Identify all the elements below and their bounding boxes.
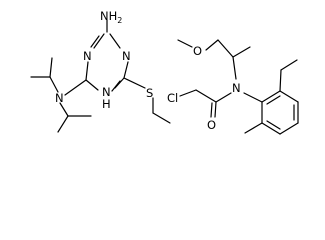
- ring-bond: [279, 90, 299, 103]
- chlorine-atom: Cl: [167, 91, 178, 105]
- chain-bond: [232, 46, 251, 58]
- ring-nh-nitrogen: N: [102, 85, 111, 99]
- acetanilide-molecule: O N Cl O: [167, 39, 299, 135]
- carbonyl-oxygen: O: [207, 118, 216, 132]
- chloromethyl-bond: [179, 89, 197, 97]
- amide-bond: [215, 92, 232, 103]
- ring-bond: [261, 122, 281, 135]
- chain-bond: [217, 39, 234, 58]
- carbonyl-bond: [210, 102, 213, 118]
- ethyl-bond: [280, 59, 298, 71]
- amino-nh-text: NH: [100, 9, 117, 23]
- ring-inner-bond: [266, 95, 281, 105]
- amine-nitrogen: N: [55, 91, 64, 105]
- methyl-bond: [244, 122, 263, 134]
- ring-nitrogen-right: N: [122, 49, 131, 63]
- amino-group-label: NH2: [100, 9, 122, 25]
- ethyl-bond: [152, 112, 171, 124]
- ring-bond: [261, 90, 281, 103]
- chemical-structures-canvas: NH2 N N N H N S: [30, 9, 299, 135]
- ring-bond: [90, 35, 100, 48]
- sulfur-bond: [123, 77, 146, 89]
- ring-bond: [85, 79, 99, 91]
- amino-subscript: 2: [117, 16, 122, 25]
- ether-oxygen: O: [193, 44, 202, 58]
- ring-nh-hydrogen: H: [102, 97, 111, 111]
- amine-bond: [64, 79, 87, 96]
- ring-nitrogen-left: N: [83, 49, 92, 63]
- isopropyl-bond: [59, 102, 69, 117]
- ring-bond: [279, 122, 299, 135]
- ring-bond: [85, 61, 89, 81]
- isopropyl-bond: [49, 57, 53, 78]
- ring-bond: [93, 33, 105, 49]
- ring-bond: [111, 80, 121, 92]
- carbonyl-bond: [214, 101, 217, 118]
- isopropyl-bond: [49, 76, 59, 93]
- ether-bond: [205, 39, 219, 51]
- sulfur-atom: S: [146, 86, 153, 100]
- ring-bond: [109, 33, 121, 49]
- chain-bond: [232, 56, 237, 80]
- isopropyl-bond: [57, 115, 69, 133]
- ethyl-bond: [279, 69, 282, 92]
- ring-bond: [123, 61, 129, 79]
- triazine-molecule: NH2 N N N H N S: [30, 9, 171, 133]
- amide-nitrogen: N: [232, 81, 241, 95]
- n-aryl-bond: [243, 92, 263, 103]
- ring-inner-bond: [266, 120, 281, 130]
- methyl-bond: [177, 39, 193, 48]
- chloromethyl-bond: [195, 89, 217, 103]
